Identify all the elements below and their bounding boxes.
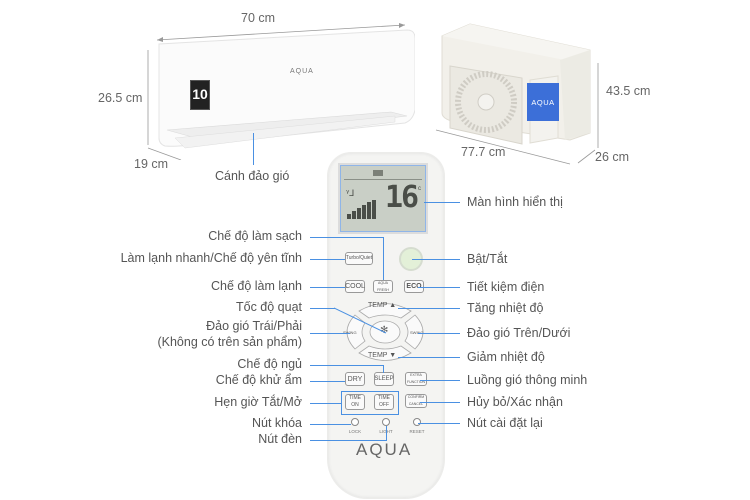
outdoor-brand-panel: AQUA [527,83,559,121]
display-temperature: 16 [385,180,419,215]
sleep-button[interactable]: SLEEP [374,372,394,386]
leader-temp-down [398,357,460,358]
temp-up-button[interactable]: TEMP ▲ [368,302,397,309]
leader-light-v [386,426,387,440]
label-timer: Hẹn giờ Tắt/Mở [214,395,302,409]
leader-swing-left-right [310,333,350,334]
swing-left-right-button[interactable]: SWING [343,330,357,335]
leader-reset [418,423,460,424]
leader-lock [310,424,351,425]
temp-down-button[interactable]: TEMP ▼ [368,352,397,359]
label-swing-up-down: Đảo gió Trên/Dưới [467,326,571,340]
lock-label: LOCK [348,429,362,434]
leader-dry-mode [310,381,345,382]
lock-button[interactable] [351,418,359,426]
indoor-brand-logo: AQUA [290,68,314,75]
eco-button[interactable]: ECO [404,280,424,293]
outdoor-width-label: 77.7 cm [461,145,506,159]
leader-swing-up-down [418,333,460,334]
leader-sleep-mode-v [383,365,384,373]
fan-speed-button[interactable]: ✻ [380,325,389,336]
label-eco: Tiết kiệm điện [467,280,545,294]
reset-button[interactable] [413,418,421,426]
cool-button[interactable]: COOL [345,280,365,293]
label-cool-mode: Chế độ làm lạnh [210,279,302,293]
aqua-fresh-button[interactable]: AQUA FRESH [373,280,393,293]
label-confirm-cancel: Hủy bỏ/Xác nhận [467,395,563,409]
label-smart-airflow: Luồng gió thông minh [467,373,588,387]
label-clean-mode: Chế độ làm sạch [208,229,302,243]
display-divider [344,179,422,180]
display-mode-indicator [373,170,383,176]
leader-clean-mode [310,237,383,238]
indoor-width-label: 70 cm [241,11,276,25]
display-temp-unit: c [418,186,421,192]
label-lock: Nút khóa [251,416,302,430]
outdoor-unit-illustration [435,23,599,165]
leader-sleep-mode [310,365,383,366]
outdoor-height-label: 43.5 cm [606,84,651,98]
label-fan-speed: Tốc độ quạt [235,300,302,314]
leader-turbo-quiet [310,259,345,260]
leader-light [310,440,387,441]
fan-speed-bars-icon: ᵞ⅃ [346,189,376,219]
leader-display [424,202,460,203]
energy-rating-value: 10 [192,86,208,102]
label-temp-up: Tăng nhiệt độ [467,301,544,315]
label-light: Nút đèn [258,432,302,446]
leader-fan-speed-diag [334,307,387,334]
label-reset: Nút cài đặt lại [467,416,543,430]
label-power: Bật/Tắt [467,252,508,266]
leader-smart-airflow [420,380,460,381]
extra-function-button[interactable]: EXTRA FUNCTION [405,372,427,386]
confirm-cancel-button[interactable]: CONFIRM CANCEL [405,394,427,408]
indoor-depth-label: 19 cm [134,157,169,171]
time-on-button[interactable]: TIME ON [345,394,365,410]
svg-text:ᵞ⅃: ᵞ⅃ [346,189,354,199]
leader-power [412,259,460,260]
label-turbo-quiet: Làm lạnh nhanh/Chế độ yên tĩnh [120,251,302,265]
label-dry-mode: Chế độ khử ẩm [215,373,302,387]
indoor-unit-illustration [147,23,415,160]
leader-temp-up [398,308,460,309]
dry-button[interactable]: DRY [345,372,365,386]
dpad [346,303,424,361]
light-button[interactable] [382,418,390,426]
label-sleep-mode: Chế độ ngủ [237,357,302,371]
swing-up-down-button[interactable]: SWING [410,330,424,335]
label-not-available: (Không có trên sản phẩm) [157,335,302,349]
remote-brand-logo: AQUA [356,440,413,459]
louver-leader-line [253,133,254,165]
leader-confirm-cancel [420,402,460,403]
label-swing-left-right: Đảo gió Trái/Phải [206,319,302,333]
label-display: Màn hình hiển thị [467,195,563,209]
indoor-height-label: 26.5 cm [98,91,143,105]
energy-rating-badge: 10 [190,80,210,110]
leader-fan-speed [310,308,335,309]
turbo-quiet-button[interactable]: Turbo/Quiet [345,252,373,265]
time-off-button[interactable]: TIME OFF [374,394,394,410]
timer-group-outline [341,391,399,415]
outdoor-depth-label: 26 cm [595,150,630,164]
leader-cool-mode [310,287,345,288]
label-temp-down: Giảm nhiệt độ [467,350,545,364]
leader-timer [310,403,341,404]
outdoor-brand-logo: AQUA [531,97,555,107]
reset-label: RESET [409,429,425,434]
louver-label: Cánh đảo gió [215,169,290,183]
light-label: LIGHT [371,429,401,434]
leader-clean-mode-v [383,237,384,280]
remote-display: ᵞ⅃ 16 c [340,165,426,232]
leader-eco [418,287,460,288]
